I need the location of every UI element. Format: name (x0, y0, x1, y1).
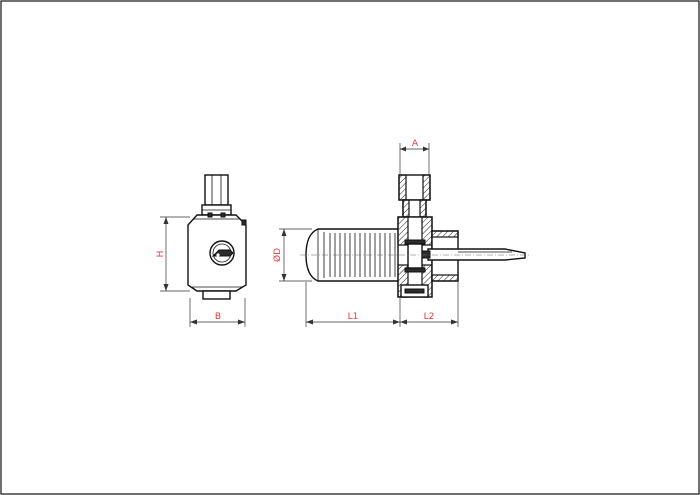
dimension-d: ØD (272, 228, 312, 282)
dimension-label-b: B (215, 312, 221, 322)
dimension-l1: L1 (305, 282, 401, 327)
front-view (187, 174, 247, 300)
dimension-l2: L2 (400, 282, 459, 327)
bottom-flange-front (202, 290, 231, 300)
dimension-b: B (189, 298, 246, 327)
side-section-view (305, 174, 526, 298)
dimension-label-l1: L1 (348, 312, 359, 322)
dimension-label-l2: L2 (424, 312, 435, 322)
dimension-label-d: ØD (272, 248, 283, 262)
dimension-label-h: H (156, 251, 166, 258)
dimension-label-a: A (412, 139, 419, 149)
hex-fitting-front (204, 174, 229, 206)
dimension-a: A (399, 139, 430, 175)
dimension-h: H (156, 216, 190, 292)
nozzle-tube (427, 248, 526, 261)
